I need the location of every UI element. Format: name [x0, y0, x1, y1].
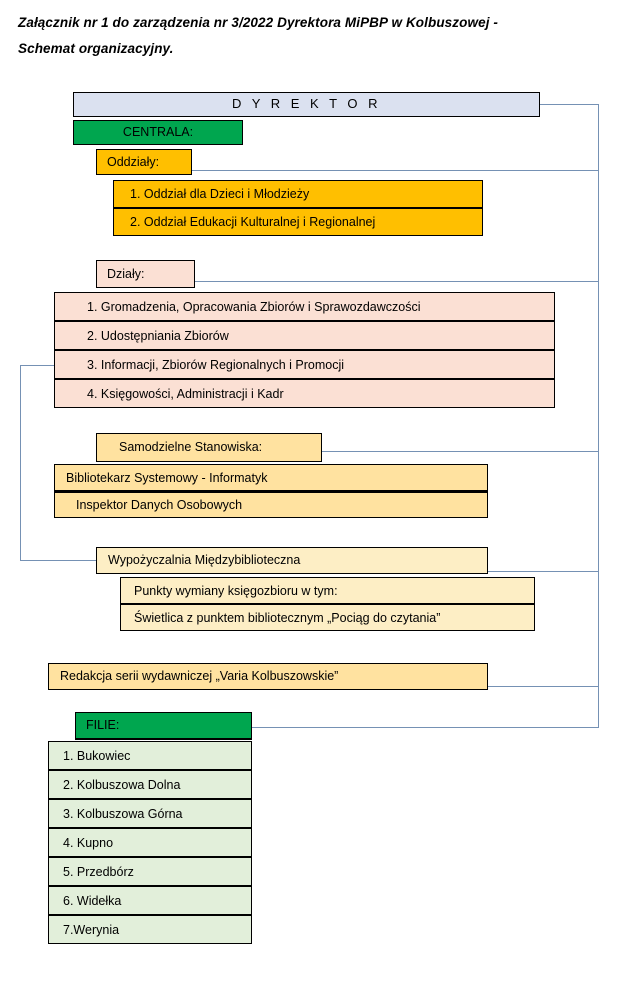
- list-item[interactable]: 3. Informacji, Zbiorów Regionalnych i Pr…: [54, 350, 555, 379]
- wypozyczalnia-list: Punkty wymiany księgozbioru w tym: Świet…: [120, 577, 535, 631]
- oddzialy-item-1-label: 1. Oddział dla Dzieci i Młodzieży: [130, 187, 310, 201]
- filie-list: 1. Bukowiec 2. Kolbuszowa Dolna 3. Kolbu…: [48, 741, 252, 944]
- node-dyrektor-label: D Y R E K T O R: [231, 96, 382, 112]
- node-oddzialy-header-label: Oddziały:: [107, 154, 160, 169]
- dzialy-item-4-label: 4. Księgowości, Administracji i Kadr: [87, 386, 284, 401]
- node-samodzielne-header-label: Samodzielne Stanowiska:: [119, 440, 263, 455]
- dzialy-item-1-label: 1. Gromadzenia, Opracowania Zbiorów i Sp…: [87, 299, 421, 314]
- oddzialy-list: 1. Oddział dla Dzieci i Młodzieży 2. Odd…: [113, 180, 483, 236]
- node-wypozyczalnia[interactable]: Wypożyczalnia Międzybiblioteczna: [96, 547, 488, 574]
- wypozyczalnia-item-2-label: Świetlica z punktem bibliotecznym „Pocią…: [134, 610, 441, 625]
- page-title-line-1: Załącznik nr 1 do zarządzenia nr 3/2022 …: [18, 15, 498, 30]
- node-oddzialy-header[interactable]: Oddziały:: [96, 149, 192, 175]
- list-item[interactable]: 5. Przedbórz: [48, 857, 252, 886]
- filie-item-6-label: 6. Widełka: [63, 893, 122, 908]
- connector-samodzielne-to-trunk: [322, 451, 599, 452]
- list-item[interactable]: 2. Oddział Edukacji Kulturalnej i Region…: [113, 208, 483, 236]
- connector-left-top-stub: [20, 365, 54, 366]
- list-item[interactable]: Świetlica z punktem bibliotecznym „Pocią…: [120, 604, 535, 631]
- node-redakcja-label: Redakcja serii wydawniczej „Varia Kolbus…: [60, 669, 339, 684]
- dzialy-list: 1. Gromadzenia, Opracowania Zbiorów i Sp…: [54, 292, 555, 408]
- node-samodzielne-header[interactable]: Samodzielne Stanowiska:: [96, 433, 322, 462]
- node-centrala-label: CENTRALA:: [122, 125, 194, 140]
- connector-oddzialy-to-trunk: [192, 170, 599, 171]
- connector-redakcja-to-trunk: [488, 686, 599, 687]
- list-item[interactable]: 1. Bukowiec: [48, 741, 252, 770]
- connector-dzialy-to-trunk: [195, 281, 599, 282]
- list-item[interactable]: 4. Księgowości, Administracji i Kadr: [54, 379, 555, 408]
- list-item[interactable]: 1. Gromadzenia, Opracowania Zbiorów i Sp…: [54, 292, 555, 321]
- list-item[interactable]: 2. Kolbuszowa Dolna: [48, 770, 252, 799]
- filie-item-3-label: 3. Kolbuszowa Górna: [63, 806, 183, 821]
- filie-item-2-label: 2. Kolbuszowa Dolna: [63, 777, 181, 792]
- connector-left-trunk: [20, 365, 21, 560]
- node-dzialy-header-label: Działy:: [107, 266, 145, 281]
- page-title: Załącznik nr 1 do zarządzenia nr 3/2022 …: [18, 10, 618, 62]
- filie-item-7-label: 7.Werynia: [63, 922, 120, 937]
- list-item[interactable]: Inspektor Danych Osobowych: [54, 491, 488, 518]
- connector-wypozyczalnia-to-trunk: [488, 571, 599, 572]
- list-item[interactable]: 2. Udostępniania Zbiorów: [54, 321, 555, 350]
- filie-item-1-label: 1. Bukowiec: [63, 748, 131, 763]
- node-wypozyczalnia-label: Wypożyczalnia Międzybiblioteczna: [108, 553, 301, 568]
- list-item[interactable]: 1. Oddział dla Dzieci i Młodzieży: [113, 180, 483, 208]
- connector-left-bottom-stub: [20, 560, 96, 561]
- samodzielne-item-1-label: Bibliotekarz Systemowy - Informatyk: [66, 470, 268, 485]
- list-item[interactable]: 7.Werynia: [48, 915, 252, 944]
- page-title-line-2: Schemat organizacyjny.: [18, 41, 174, 56]
- connector-trunk-to-filie: [252, 727, 599, 728]
- list-item[interactable]: 6. Widełka: [48, 886, 252, 915]
- dzialy-item-2-label: 2. Udostępniania Zbiorów: [87, 328, 229, 343]
- list-item[interactable]: 3. Kolbuszowa Górna: [48, 799, 252, 828]
- node-filie-header[interactable]: FILIE:: [75, 712, 252, 740]
- samodzielne-list: Bibliotekarz Systemowy - Informatyk Insp…: [54, 464, 488, 518]
- filie-item-4-label: 4. Kupno: [63, 835, 114, 850]
- connector-right-trunk: [598, 104, 599, 728]
- connector-dyrektor-to-trunk: [540, 104, 599, 105]
- list-item[interactable]: 4. Kupno: [48, 828, 252, 857]
- oddzialy-item-2-label: 2. Oddział Edukacji Kulturalnej i Region…: [130, 215, 376, 229]
- node-dyrektor[interactable]: D Y R E K T O R: [73, 92, 540, 117]
- list-item[interactable]: Bibliotekarz Systemowy - Informatyk: [54, 464, 488, 491]
- node-centrala[interactable]: CENTRALA:: [73, 120, 243, 145]
- filie-item-5-label: 5. Przedbórz: [63, 864, 134, 879]
- samodzielne-item-2-label: Inspektor Danych Osobowych: [76, 498, 243, 512]
- node-redakcja[interactable]: Redakcja serii wydawniczej „Varia Kolbus…: [48, 663, 488, 690]
- wypozyczalnia-item-1-label: Punkty wymiany księgozbioru w tym:: [134, 583, 338, 598]
- node-filie-header-label: FILIE:: [86, 718, 120, 733]
- list-item[interactable]: Punkty wymiany księgozbioru w tym:: [120, 577, 535, 604]
- node-dzialy-header[interactable]: Działy:: [96, 260, 195, 288]
- dzialy-item-3-label: 3. Informacji, Zbiorów Regionalnych i Pr…: [87, 357, 345, 372]
